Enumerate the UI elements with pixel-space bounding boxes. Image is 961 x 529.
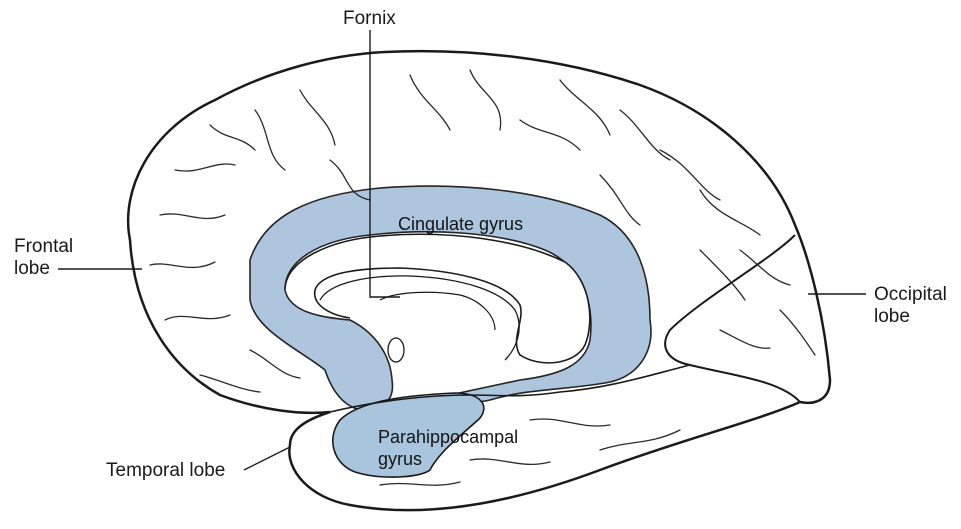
fornix-label: Fornix <box>343 8 396 30</box>
occipital-lobe-label-line2: lobe <box>874 306 947 328</box>
frontal-lobe-label-line1: Frontal <box>14 236 73 258</box>
frontal-lobe-label-line2: lobe <box>14 258 73 280</box>
temporal-lobe-label: Temporal lobe <box>106 460 225 482</box>
occipital-lobe-label: Occipital lobe <box>874 284 947 328</box>
parahippocampal-gyrus-label: Parahippocampal gyrus <box>378 426 518 470</box>
frontal-lobe-label: Frontal lobe <box>14 236 73 280</box>
temporal-lobe-leader-line <box>244 447 290 470</box>
cingulate-gyrus-label: Cingulate gyrus <box>398 213 523 235</box>
occipital-lobe-label-line1: Occipital <box>874 284 947 306</box>
anterior-commissure-shape <box>388 338 404 362</box>
parahippocampal-gyrus-label-line2: gyrus <box>378 448 518 470</box>
parahippocampal-gyrus-label-line1: Parahippocampal <box>378 426 518 448</box>
